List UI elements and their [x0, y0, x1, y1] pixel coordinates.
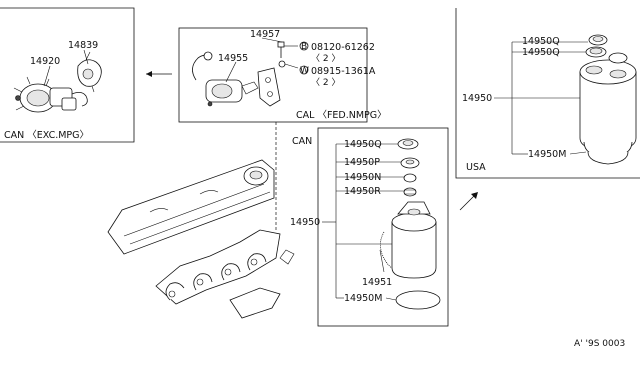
box-can-exc-frame	[0, 7, 135, 143]
vacuum-unit-illustration	[77, 51, 102, 93]
can-parts-stack-illustration	[397, 138, 420, 197]
fastener-b-qty: 〈 2 〉	[311, 53, 340, 64]
label-14920: 14920	[30, 56, 60, 67]
label-can-14950p: 14950P	[344, 157, 380, 168]
distributor-illustration	[13, 76, 88, 113]
usa-canister-illustration	[579, 34, 637, 165]
fastener-b-symbol: B	[301, 42, 307, 52]
label-usa-14950: 14950	[462, 93, 492, 104]
caption-can-exc-mpg: CAN 〈EXC.MPG〉	[4, 130, 89, 141]
box-cal-fed-nmpg: 14957 14955 B 08120-61262 〈 2 〉 W 08915-…	[178, 27, 387, 123]
washer-illustration	[278, 60, 286, 68]
fastener-b-part: 08120-61262	[311, 42, 375, 53]
fastener-w-symbol: W	[300, 66, 309, 76]
label-can-14950m: 14950M	[344, 293, 382, 304]
caption-can: CAN	[292, 136, 312, 147]
bolt-illustration	[277, 41, 285, 58]
box-usa-frame	[455, 8, 640, 179]
label-can-14950q: 14950Q	[344, 139, 382, 150]
label-can-14950: 14950	[290, 217, 320, 228]
washer-symbol-icon	[299, 65, 309, 75]
label-usa-14950q-b: 14950Q	[522, 47, 560, 58]
label-can-14951: 14951	[362, 277, 392, 288]
box-can-exc-mpg: 14839 14920 CAN 〈EXC.MPG〉	[0, 7, 135, 143]
fastener-w-part: 08915-1361A	[311, 66, 376, 77]
label-can-14950n: 14950N	[344, 172, 381, 183]
label-14955: 14955	[218, 53, 248, 64]
box-cal-frame	[178, 27, 368, 123]
label-usa-14950m: 14950M	[528, 149, 566, 160]
arrow-to-usa	[459, 192, 478, 211]
box-can: CAN 14950Q 149	[290, 127, 449, 327]
label-usa-14950q-a: 14950Q	[522, 36, 560, 47]
caption-cal-fed-nmpg: CAL 〈FED.NMPG〉	[296, 110, 387, 121]
arrow-to-can-exc	[146, 71, 172, 77]
box-can-frame	[317, 127, 449, 327]
sensor-illustration	[192, 51, 259, 107]
bracket-illustration	[257, 67, 281, 107]
engine-illustration	[107, 159, 295, 319]
box-usa: 14950Q 14950Q 14950 14950M USA	[455, 8, 640, 179]
label-14839: 14839	[68, 40, 98, 51]
caption-usa: USA	[466, 162, 486, 173]
diagram-code: A' '9S 0003	[574, 339, 625, 349]
can-canister-illustration	[380, 201, 441, 310]
label-can-14950r: 14950R	[344, 186, 381, 197]
bolt-symbol-icon	[299, 41, 309, 51]
fastener-w-qty: 〈 2 〉	[311, 77, 340, 88]
label-14957: 14957	[250, 29, 280, 40]
